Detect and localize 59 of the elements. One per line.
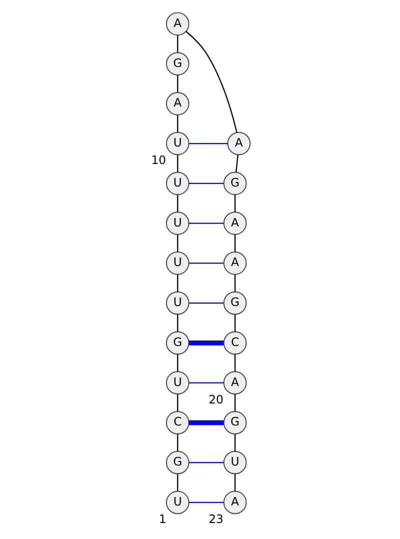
node-circle: G	[222, 291, 246, 315]
node-label: 20	[208, 392, 223, 406]
connector	[176, 154, 178, 172]
connector	[176, 114, 178, 132]
connector	[234, 314, 236, 332]
connector	[188, 382, 223, 384]
node-circle: A	[165, 12, 189, 36]
node-circle: A	[222, 490, 246, 514]
node-circle: A	[165, 92, 189, 116]
node-circle: G	[165, 450, 189, 474]
connector	[234, 234, 236, 252]
node-label: 23	[208, 512, 223, 526]
node-circle: A	[222, 371, 246, 394]
node-circle: A	[226, 132, 250, 156]
connector	[188, 262, 223, 264]
connector	[176, 434, 178, 452]
connector	[234, 474, 236, 492]
connector	[234, 194, 236, 212]
connector	[176, 354, 178, 372]
connector	[176, 194, 178, 212]
node-circle: U	[165, 371, 189, 394]
connector	[176, 234, 178, 252]
connector	[188, 142, 228, 144]
node-circle: G	[222, 411, 246, 434]
connector	[235, 154, 238, 172]
connector	[188, 340, 223, 346]
node-circle: U	[165, 132, 189, 156]
node-circle: G	[222, 172, 246, 196]
node-circle: U	[222, 450, 246, 474]
node-circle: U	[165, 172, 189, 196]
node-circle: G	[165, 331, 189, 355]
connector	[176, 314, 178, 332]
connector	[176, 474, 178, 492]
connector	[188, 462, 223, 464]
connector	[188, 182, 223, 184]
node-circle: U	[165, 291, 189, 315]
connector	[176, 394, 178, 412]
connector	[188, 222, 223, 224]
connector	[188, 420, 223, 426]
node-circle: U	[165, 490, 189, 514]
connector	[234, 434, 236, 452]
node-label: 10	[150, 153, 166, 168]
node-circle: A	[222, 212, 246, 235]
connector	[234, 354, 236, 372]
node-circle: A	[222, 252, 246, 275]
connector	[185, 30, 237, 133]
connector	[234, 394, 236, 412]
node-circle: U	[165, 212, 189, 235]
connector	[234, 274, 236, 292]
node-circle: G	[165, 52, 189, 76]
connector	[176, 75, 178, 92]
connector	[176, 35, 178, 52]
connector	[188, 502, 223, 504]
node-circle: C	[165, 411, 189, 434]
node-circle: U	[165, 252, 189, 275]
connector	[176, 274, 178, 292]
connector	[188, 302, 223, 304]
node-label: 1	[158, 512, 166, 526]
node-circle: C	[222, 331, 246, 355]
